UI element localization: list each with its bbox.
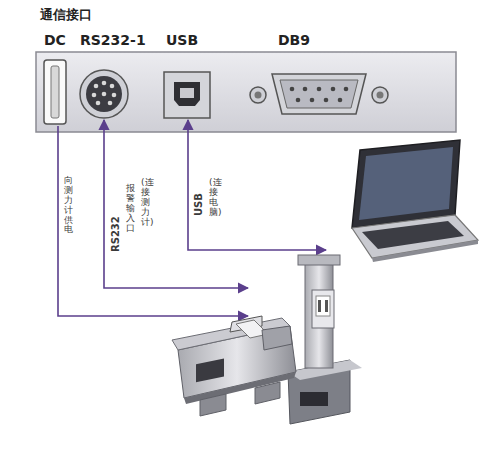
port-box: RS232-1 (80, 70, 128, 118)
db9-pins (290, 87, 349, 103)
db9-screw (250, 87, 266, 103)
db9-screw-hole (255, 92, 262, 99)
db9-port (272, 74, 366, 114)
port-label: RS232-1 (80, 32, 146, 48)
usb-tongue (180, 88, 194, 98)
dc-slot (51, 66, 59, 118)
horizontal-tester (172, 316, 296, 416)
port-note: 报警输入口 (126, 184, 135, 233)
usb-wire (188, 120, 326, 250)
rs232-socket (86, 76, 122, 112)
port-box: DC (44, 60, 66, 124)
rs232-wire (104, 120, 248, 288)
diagram-title: 通信接口 (40, 6, 92, 24)
port-box: DB9 (250, 70, 388, 120)
db9-screw-hole (377, 92, 384, 99)
interface-panel (36, 52, 456, 132)
port-label: USB (166, 32, 198, 48)
port-label: DB9 (278, 32, 310, 48)
port-label: DC (44, 32, 66, 48)
test-stand (288, 255, 362, 424)
db9-screw (372, 87, 388, 103)
rs232-pins (92, 81, 117, 106)
port-note: (连接电脑) (209, 178, 218, 218)
signal-name: USB (193, 193, 204, 216)
port-box: USB (164, 72, 210, 118)
usb-socket (174, 82, 200, 106)
port-note: (连接测力计) (141, 178, 150, 227)
power-note: 向测力计供电 (64, 176, 73, 235)
db9-shell (280, 80, 358, 108)
usb-port (164, 72, 210, 118)
signal-name: RS232 (110, 216, 121, 252)
dc-port (44, 60, 66, 124)
laptop (352, 140, 478, 262)
rs232-port (80, 70, 128, 118)
